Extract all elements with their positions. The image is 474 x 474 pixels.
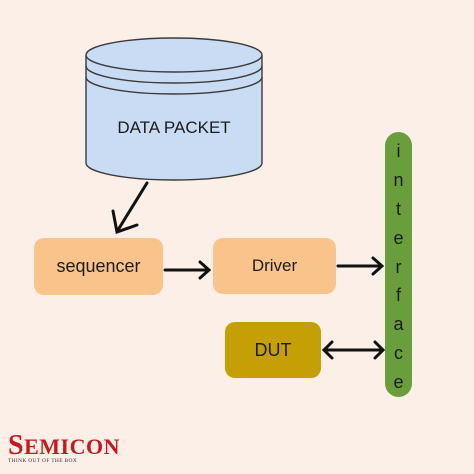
interface-letter: a [393,314,404,335]
semicon-logo: SEMICON THINK OUT OF THE BOX [8,430,128,470]
arrow-sequencer-to-driver [163,260,212,280]
data-packet-label: DATA PACKET [117,118,231,137]
sequencer-box: sequencer [34,238,163,295]
logo-wordmark: SEMICON [8,430,120,462]
arrow-db-to-sequencer [111,181,149,234]
logo-first-letter: S [8,430,25,461]
logo-tagline: THINK OUT OF THE BOX [8,458,78,464]
interface-letter: t [395,198,401,219]
interface-letter: e [393,372,404,392]
driver-label: Driver [251,256,298,275]
database-cylinder [85,37,263,181]
interface-letter: n [393,169,404,190]
interface-bar: i n t e r f a c e [385,132,412,397]
interface-letter: r [395,256,402,277]
arrow-driver-to-interface [336,256,385,276]
driver-box: Driver [213,238,336,294]
dut-label: DUT [254,339,292,360]
interface-letter: f [395,285,401,306]
sequencer-label: sequencer [56,256,141,276]
interface-letter: i [396,141,401,161]
dut-box: DUT [225,322,321,378]
logo-rest: EMICON [24,434,120,459]
interface-letter: c [394,343,403,364]
interface-letter: e [393,227,404,248]
arrow-dut-interface-bidirectional [321,340,386,360]
